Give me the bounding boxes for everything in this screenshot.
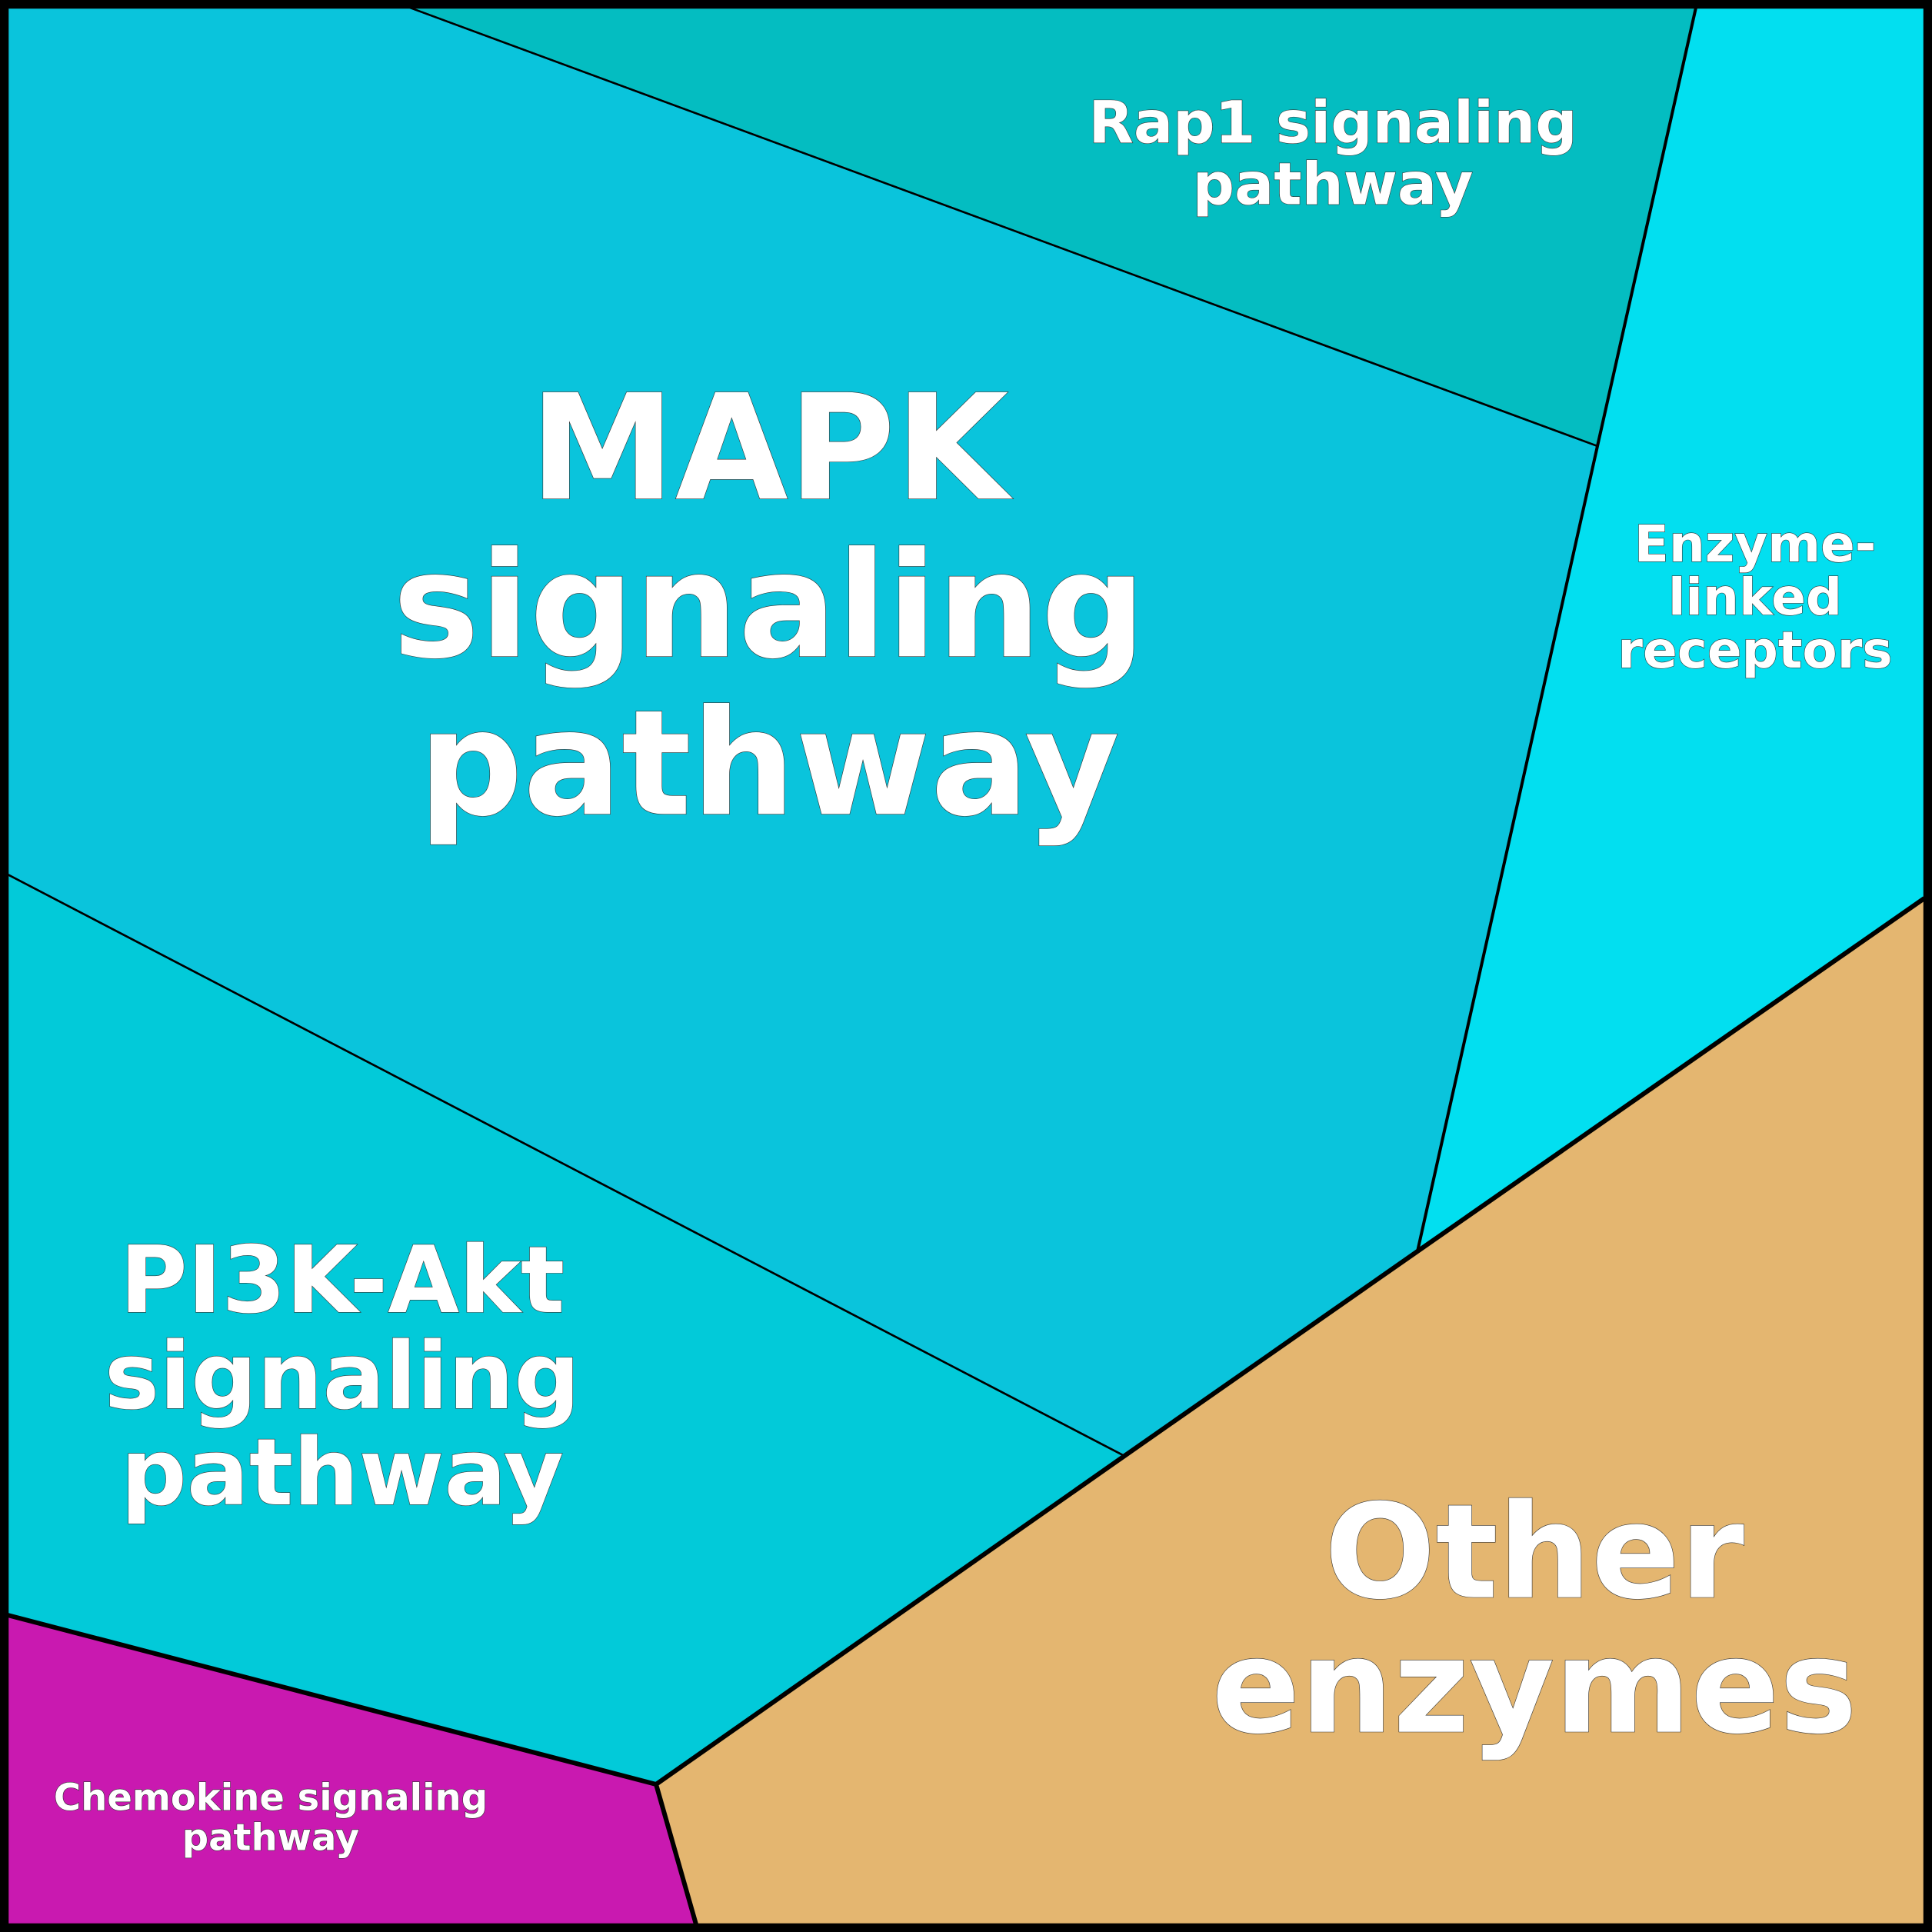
cell-pi3k-akt: [8, 874, 1124, 1784]
label-rap1-line-2: pathway: [1193, 149, 1474, 218]
label-mapk-line-3: pathway: [418, 678, 1120, 848]
cell-mapk: [8, 8, 1597, 1456]
group-divider-chemokine: [7, 1613, 657, 1787]
cell-other-enzymes: [656, 898, 1924, 1924]
cell-enzyme-linked: [1417, 8, 1924, 1251]
label-enzyme-linked-line-3: receptors: [1617, 621, 1892, 680]
label-rap1-line-1: Rap1 signaling: [1088, 88, 1577, 156]
label-enzyme-linked-line-2: linked: [1668, 568, 1842, 627]
label-chemokine-line-2: pathway: [182, 1816, 359, 1859]
cell-chemokine: [8, 1615, 696, 1924]
group-divider-enzyme-linked: [1416, 7, 1697, 1252]
label-other-enzymes-line-1: Other: [1324, 1477, 1744, 1629]
label-chemokine-line-1: Chemokine signaling: [54, 1776, 488, 1819]
label-pi3k-akt-line-3: pathway: [121, 1420, 564, 1527]
label-mapk-line-2: signaling: [392, 521, 1145, 691]
label-pi3k-akt-line-2: signaling: [105, 1324, 580, 1431]
label-other-enzymes-line-2: enzymes: [1211, 1611, 1857, 1764]
cells-layer: [8, 8, 1924, 1924]
group-divider-other: [653, 896, 1926, 1925]
label-enzyme-linked-line-1: Enzyme-: [1634, 515, 1876, 574]
cell-rap1: [410, 8, 1696, 446]
label-pi3k-akt-line-1: PI3K-Akt: [120, 1227, 565, 1334]
label-mapk-line-1: MAPK: [530, 363, 1013, 533]
